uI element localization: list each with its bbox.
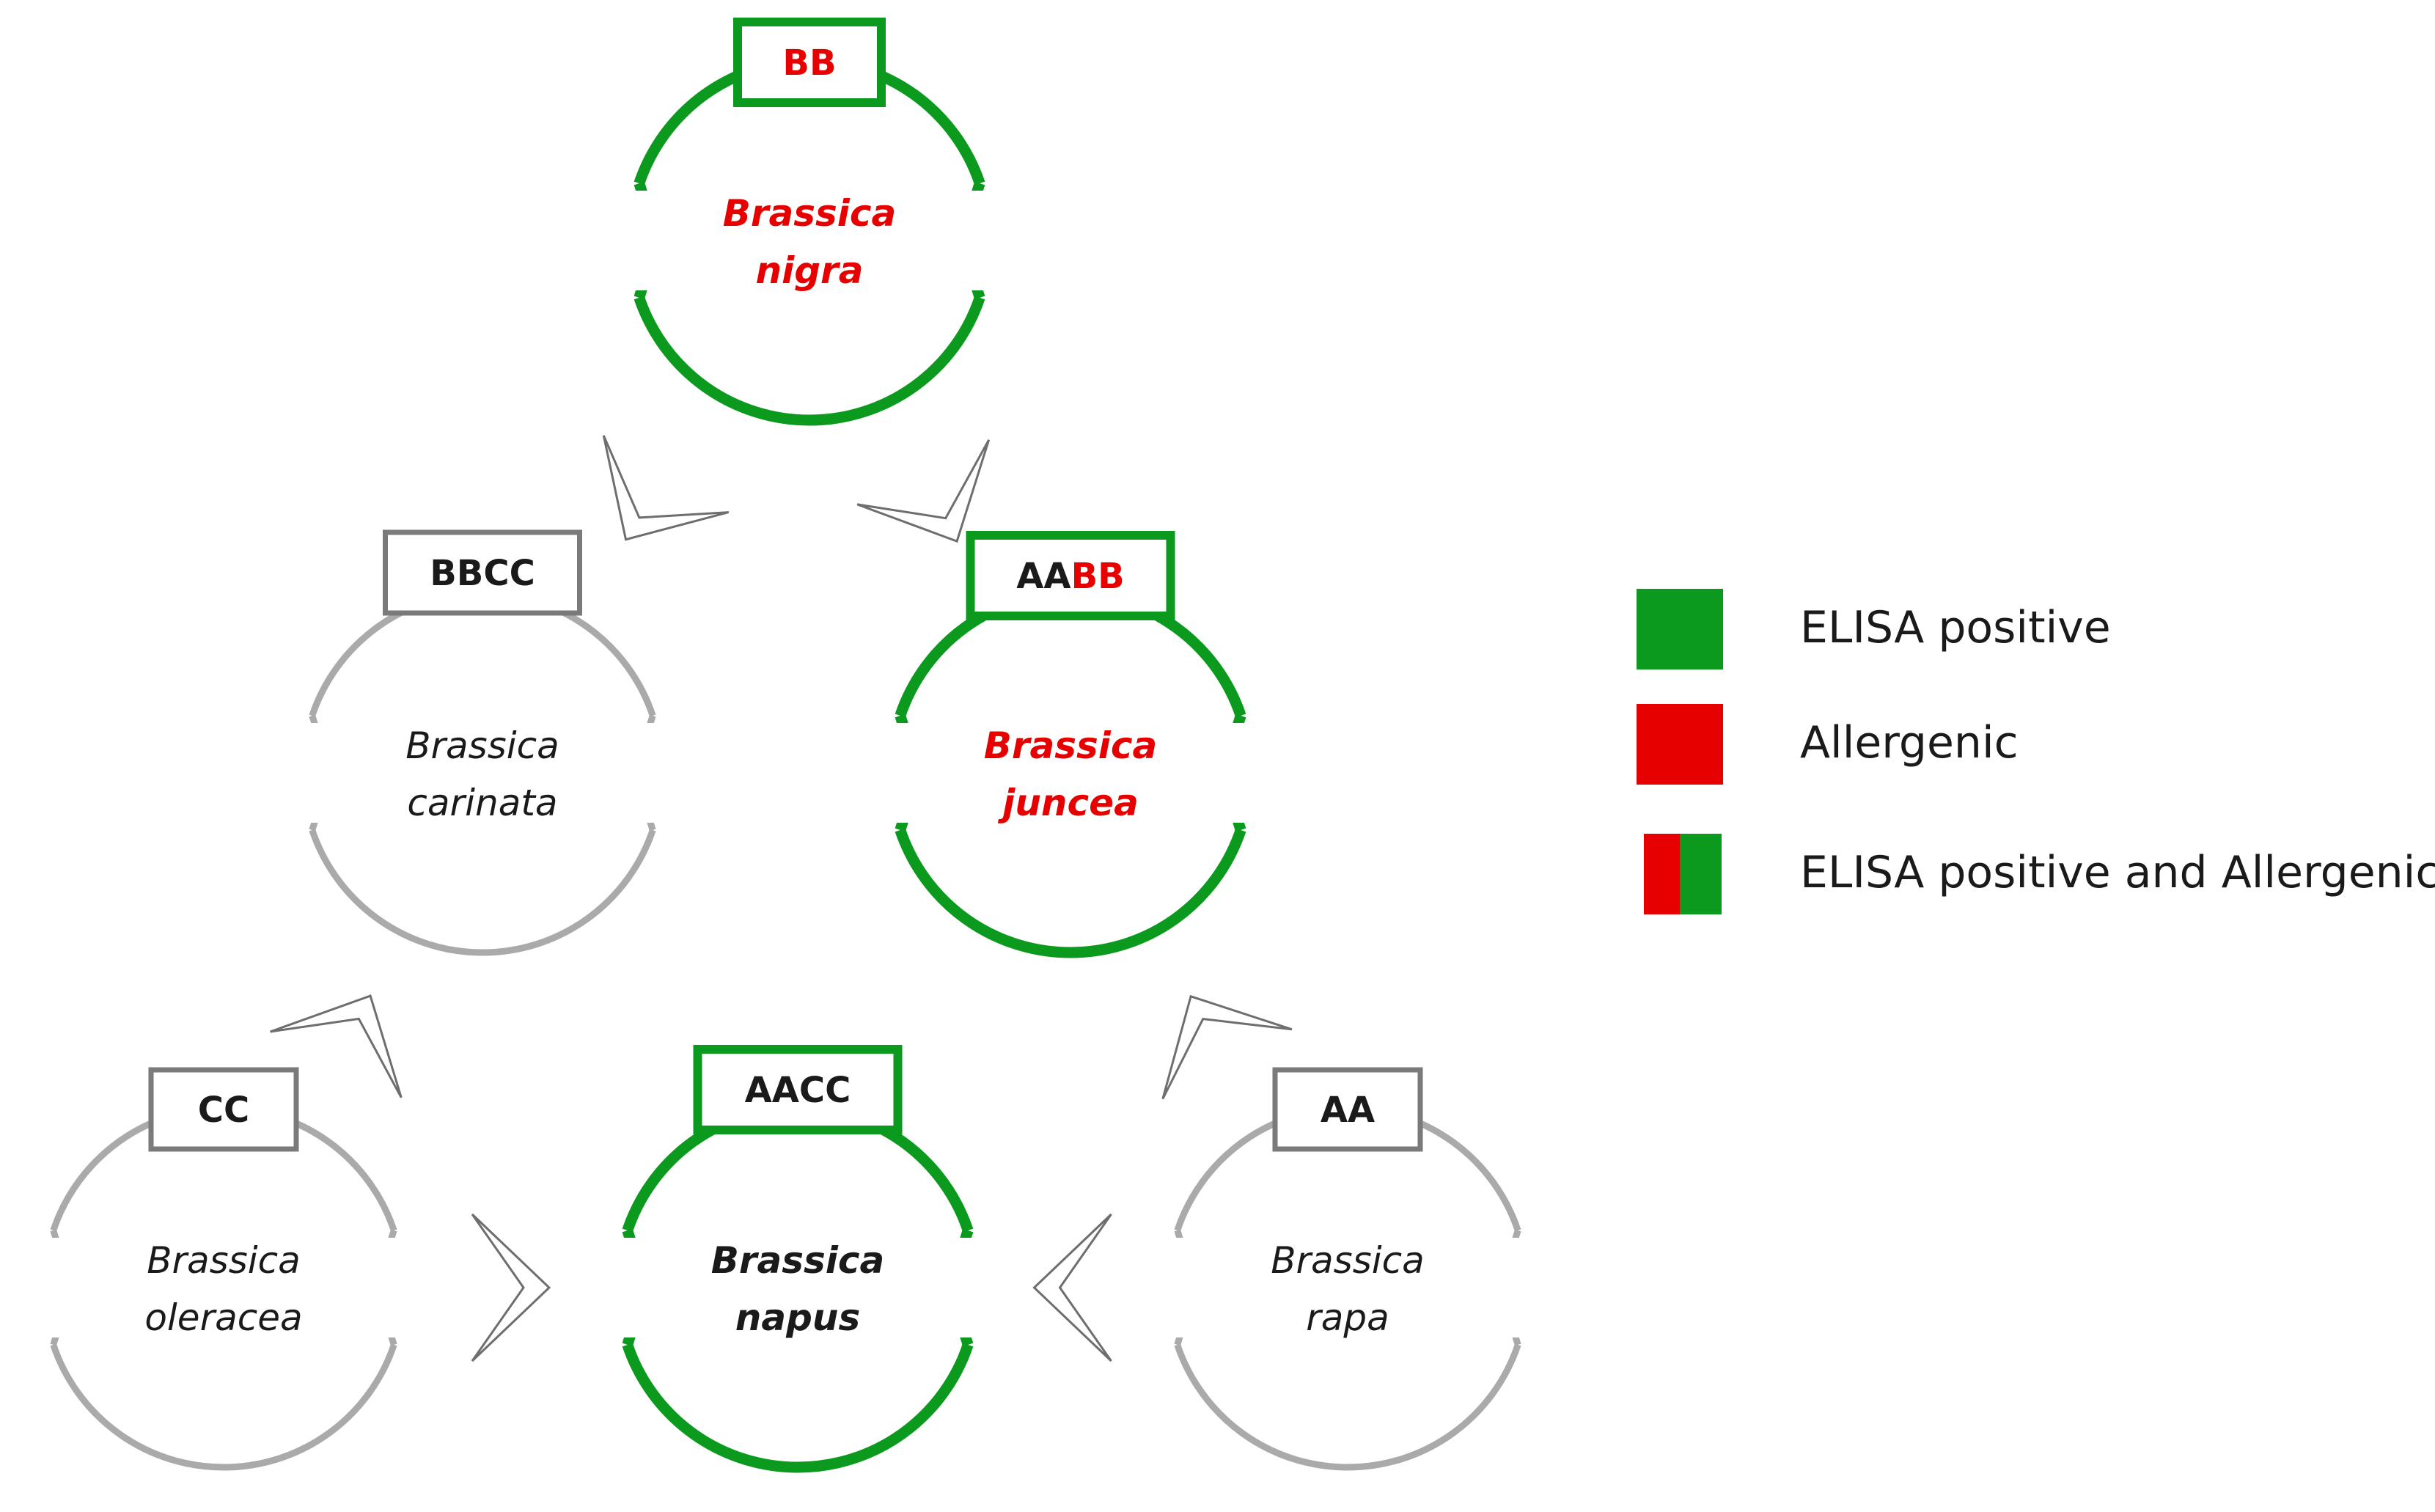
legend-item-both: ELISA positive and Allergenic (1644, 834, 2435, 914)
ring-bottom-arc (895, 828, 1246, 958)
species-name-line2: juncea (997, 782, 1139, 824)
legend-label: ELISA positive and Allergenic (1800, 847, 2435, 898)
species-node-oleracea: Brassica oleracea CC (29, 1067, 418, 1471)
ring-bottom-arc (1174, 1343, 1521, 1471)
arrows (270, 435, 1293, 1362)
species-name-line2: nigra (756, 249, 864, 292)
genome-box (148, 1067, 299, 1152)
species-name-line1: Brassica (1271, 1239, 1425, 1282)
ring-bottom-arc (50, 1343, 397, 1471)
species-node-nigra: Brassica nigra BB (615, 18, 1004, 426)
legend-label: ELISA positive (1800, 602, 2111, 653)
ring-text-window (288, 723, 677, 823)
ring-text-window (876, 723, 1265, 823)
species-name-line2: oleracea (144, 1296, 302, 1339)
genome-box (733, 18, 886, 107)
species-nodes: BrassicanigraBBBrassicacarinataBBCCBrass… (29, 18, 1542, 1473)
species-name-line1: Brassica (711, 1239, 885, 1282)
arrow-oleracea-to-carinata (270, 994, 403, 1098)
ring-bottom-arc (309, 829, 656, 956)
legend-swatch-part (1644, 834, 1680, 914)
species-name-line1: Brassica (984, 724, 1158, 767)
species-node-rapa: Brassica rapa AA (1153, 1067, 1542, 1471)
species-node-carinata: Brassica carinata BBCC (288, 529, 677, 956)
genome-label: AABB (1016, 556, 1124, 597)
genome-label: AACC (745, 1070, 851, 1111)
ring-text-window (615, 191, 1004, 290)
ring-text-window (603, 1238, 992, 1337)
legend-label: Allergenic (1800, 717, 2019, 768)
species-name-line1: Brassica (723, 192, 897, 235)
species-name-line2: rapa (1306, 1296, 1389, 1339)
arrow-oleracea-to-napus (471, 1213, 551, 1362)
ring-bottom-arc (622, 1343, 974, 1473)
genome-box (693, 1045, 903, 1134)
arrow-rapa-to-juncea (1161, 994, 1293, 1100)
genome-box (966, 531, 1175, 620)
ring-bottom-arc (633, 296, 985, 426)
species-node-juncea: Brassica juncea AABB (876, 531, 1265, 958)
legend-swatch (1637, 704, 1723, 785)
genome-box (383, 529, 582, 616)
species-name-line1: Brassica (147, 1239, 301, 1282)
arrow-nigra-to-juncea (856, 439, 991, 543)
species-name-line2: carinata (407, 782, 557, 824)
genome-label: BB (782, 43, 836, 84)
species-node-napus: Brassica napus AACC (603, 1045, 992, 1473)
arrow-nigra-to-carinata (602, 435, 730, 541)
legend-swatch-part (1680, 834, 1722, 914)
genome-box (1272, 1067, 1423, 1152)
genome-label: BBCC (430, 553, 535, 594)
legend-item-elisa_positive: ELISA positive (1637, 589, 2111, 669)
ring-text-window (1153, 1238, 1542, 1337)
species-name-line1: Brassica (405, 724, 559, 767)
legend-item-allergenic: Allergenic (1637, 704, 2019, 785)
legend-swatch (1637, 589, 1723, 669)
ring-text-window (29, 1238, 418, 1337)
species-name-line2: napus (735, 1296, 860, 1339)
arrow-rapa-to-napus (1032, 1213, 1112, 1362)
genome-label: CC (198, 1090, 249, 1131)
genome-label: AA (1321, 1090, 1375, 1131)
